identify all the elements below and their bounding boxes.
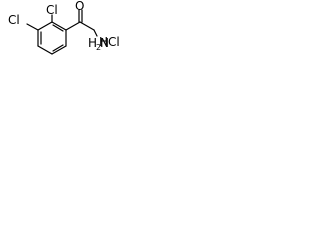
- atom-label-amine-subscript: 2: [96, 43, 101, 52]
- salt-label-hcl: HCl: [99, 35, 120, 49]
- ring-bond-4: [51, 45, 67, 55]
- atom-label-oxygen: O: [75, 0, 84, 13]
- molecule-diagram: Cl Cl O H 2 N HCl: [8, 0, 120, 55]
- bond-carbonyl-to-ch2: [79, 21, 95, 31]
- atom-label-cl-top: Cl: [46, 3, 58, 17]
- ring-bond-1: [37, 21, 53, 31]
- benzene-ring: [37, 21, 67, 55]
- ring-bond-5: [37, 45, 53, 55]
- atom-label-cl-left: Cl: [8, 13, 20, 27]
- atom-label-amine-h: H: [88, 36, 97, 50]
- bond-ring-to-cl-left: [26, 23, 39, 31]
- ring-inner-bond-2: [52, 24, 64, 32]
- bond-ch2-to-n: [93, 29, 98, 37]
- ring-inner-bond-3: [52, 44, 64, 52]
- bond-ring-to-carbonyl: [65, 21, 81, 31]
- atom-label-amine-n: N: [100, 36, 109, 50]
- ring-bond-2: [51, 21, 67, 31]
